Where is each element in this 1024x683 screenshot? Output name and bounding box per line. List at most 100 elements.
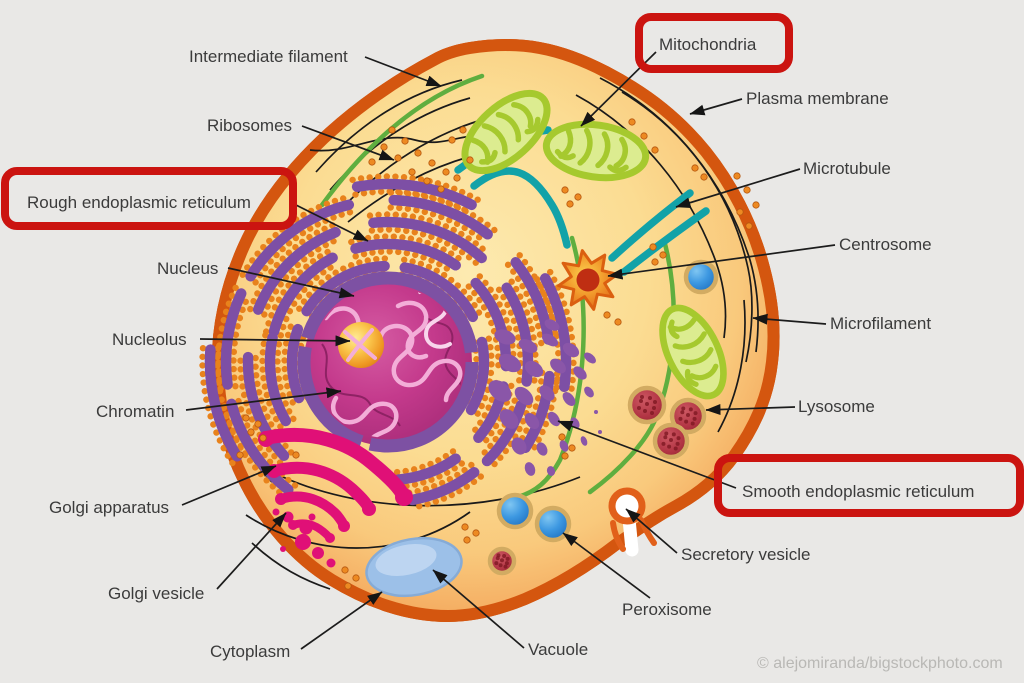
rough-er-ribosome-row	[368, 226, 482, 269]
label-lysosome: Lysosome	[798, 397, 875, 416]
ribosome-dot	[561, 452, 569, 460]
lysosome-speckle	[502, 554, 507, 559]
rough-er-ribosome-row	[281, 321, 296, 406]
rough-er-cisterna	[368, 216, 487, 264]
rough-er-ribosome-row	[516, 252, 560, 345]
mitochondrion-shape	[542, 120, 650, 182]
ribosome-dot	[561, 186, 569, 194]
lysosome-speckle	[678, 416, 683, 421]
lysosome-speckle	[676, 436, 681, 441]
label-ribosomes: Ribosomes	[207, 116, 292, 135]
smooth-er-tubule	[494, 329, 516, 345]
lysosome-speckle	[688, 407, 693, 412]
smooth-er-tubule	[547, 411, 561, 427]
mitochondrion-cristae	[524, 116, 541, 135]
ribosome-dots	[236, 118, 760, 590]
ribosome-dot	[466, 156, 474, 164]
smooth-er-tubule	[524, 462, 536, 476]
smooth-er-tubule	[584, 352, 596, 364]
smooth-er-tubule	[580, 436, 588, 446]
label-intermediate-filament: Intermediate filament	[189, 47, 348, 66]
mitochondrion-cristae	[689, 363, 719, 381]
rough-er-cisterna	[220, 288, 247, 390]
ribosome-dot	[442, 168, 450, 176]
leader-cytoplasm	[300, 591, 383, 650]
ribosome-dot	[437, 185, 445, 193]
ribosome-dot	[448, 136, 456, 144]
rough-er-ribosome-row	[405, 461, 475, 497]
lysosome-speckle	[500, 558, 504, 563]
ribosome-dot	[380, 143, 388, 151]
rough-er-ribosome-row	[274, 333, 297, 423]
lysosome-speckle	[504, 561, 509, 566]
ribosome-dot	[254, 420, 262, 428]
lysosome-speckle	[652, 406, 656, 410]
ribosome-dot	[472, 529, 480, 537]
rough-er-cisterna	[245, 199, 355, 282]
ribosome-dot	[752, 201, 760, 209]
leader-secretory-vesicle	[625, 508, 678, 554]
rough-er-ribosome-row	[263, 247, 335, 335]
lysosome-speckle	[669, 438, 673, 443]
leader-nucleus	[227, 267, 355, 299]
lysosome-speckle	[675, 441, 680, 446]
centrosome-shape	[557, 249, 619, 311]
rough-er-ribosome-row	[247, 221, 339, 313]
rough-er-ribosome-row	[252, 351, 295, 456]
rough-er-ribosome-row	[348, 233, 465, 264]
smooth-er-tubule	[498, 353, 522, 373]
highlight-box-smooth-endoplasmic-reticulum	[714, 454, 1024, 517]
label-golgi-vesicle: Golgi vesicle	[108, 584, 204, 603]
rough-er-ribosome-row	[393, 460, 465, 491]
ribosome-dot	[743, 186, 751, 194]
rough-er-ribosome-row	[547, 268, 577, 395]
leader-microtubule	[675, 168, 801, 209]
ribosome-dot	[733, 172, 741, 180]
smooth-er-tubule	[562, 342, 580, 358]
smooth-er-tubule	[550, 358, 566, 374]
leader-plasma-membrane	[689, 98, 743, 116]
leader-peroxisome	[562, 532, 651, 599]
ribosome-dot	[640, 132, 648, 140]
rough-er-cisterna	[510, 257, 554, 345]
ribosome-dot	[463, 536, 471, 544]
ribosome-dot	[700, 173, 708, 181]
smooth-er-tubule	[541, 333, 559, 347]
ribosome-dot	[603, 311, 611, 319]
mitochondrion-cristae	[613, 136, 629, 169]
lysosome-speckle	[684, 419, 689, 424]
highlight-boxes	[1, 13, 1024, 517]
smooth-er-tubule	[544, 319, 560, 331]
rough-er-cisterna	[226, 398, 294, 495]
smooth-er-tubule	[598, 430, 602, 434]
smooth-er-tubule	[562, 392, 576, 406]
ribosome-dot	[453, 174, 461, 182]
rough-er-cisterna	[286, 323, 305, 404]
rough-er-ribosome-row	[366, 211, 492, 258]
smooth-er-tubule	[499, 409, 519, 429]
ribosome-dot	[388, 126, 396, 134]
lysosome-speckle	[498, 563, 503, 568]
ribosome-dot	[292, 451, 300, 459]
lysosome-speckle	[661, 441, 666, 446]
mitochondrion-cristae	[479, 149, 498, 165]
rough-er-cisterna	[264, 332, 292, 427]
lysosome-speckle	[690, 421, 695, 426]
rough-er-cisterna	[465, 336, 490, 416]
rough-er-ribosome-row	[468, 379, 500, 438]
rough-er-cisterna	[539, 273, 572, 393]
ribosome-dot	[352, 574, 360, 582]
mitochondrion-cristae	[495, 111, 522, 143]
mitochondrion-cristae	[684, 368, 699, 387]
rough-er-ribosome-row	[230, 291, 253, 390]
leader-golgi-vesicle	[216, 512, 287, 590]
lysosome-speckle	[645, 402, 649, 406]
mitochondrion-cristae	[481, 123, 508, 155]
ribosome-dot	[408, 168, 416, 176]
label-nucleolus: Nucleolus	[112, 330, 187, 349]
ribosome-dot	[574, 193, 582, 201]
rough-er-ribosome-row	[352, 188, 474, 217]
ribosome-dot	[745, 222, 753, 230]
peroxisome-shapes	[496, 259, 719, 543]
